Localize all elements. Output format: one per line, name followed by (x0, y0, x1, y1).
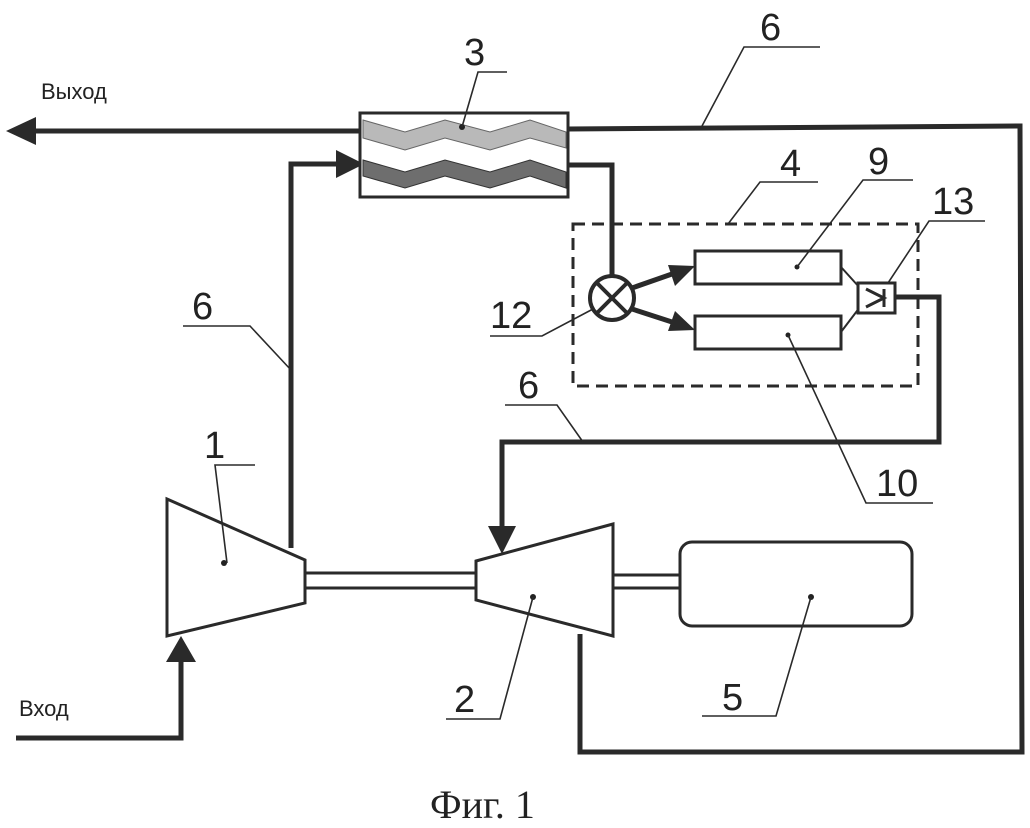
unit-9 (695, 251, 841, 284)
label-6-mid: 6 (518, 365, 539, 407)
figure-caption: Фиг. 1 (430, 782, 535, 827)
label-9: 9 (868, 141, 889, 183)
valve-to-10-pipe (632, 309, 672, 322)
output-label: Выход (41, 79, 107, 104)
label-6-top: 6 (760, 7, 781, 49)
input-arrow-icon (166, 636, 196, 662)
generator-5 (680, 542, 912, 626)
label-12: 12 (490, 295, 532, 337)
unit-9-arrow-icon (668, 265, 695, 286)
junction-13 (858, 283, 895, 313)
valve-to-9-pipe (632, 274, 672, 288)
hx-to-valve-pipe (568, 165, 612, 276)
compressor-1 (167, 499, 305, 636)
unit-10 (695, 316, 841, 349)
label-13: 13 (932, 181, 974, 223)
label-3: 3 (464, 32, 485, 74)
valve-12 (590, 276, 634, 320)
label-2: 2 (454, 679, 475, 721)
label-6-left: 6 (192, 286, 213, 328)
label-4: 4 (780, 143, 801, 185)
pipelines (6, 117, 1022, 752)
heat-exchanger (360, 113, 568, 197)
unit-10-arrow-icon (668, 311, 695, 331)
output-arrow-icon (6, 117, 36, 145)
label-10: 10 (876, 463, 918, 505)
label-5: 5 (722, 677, 743, 719)
compressor-to-hx-pipe (291, 164, 340, 548)
label-1: 1 (204, 425, 225, 467)
input-label: Вход (19, 696, 69, 721)
